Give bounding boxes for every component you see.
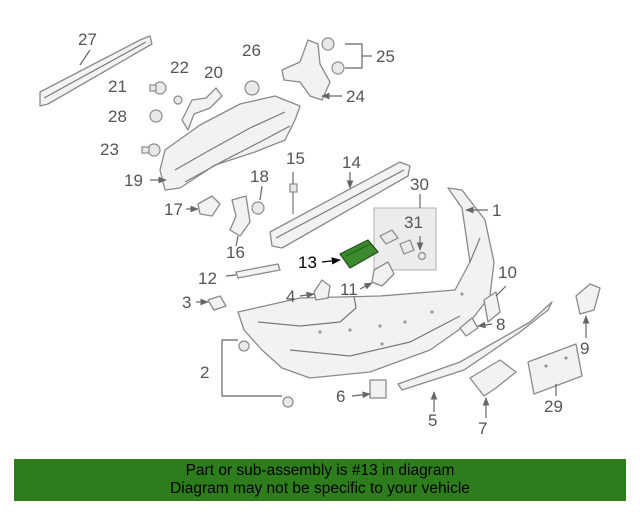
part-10-bracket[interactable]: [483, 291, 501, 323]
part-30-sensor-kit[interactable]: [373, 207, 437, 271]
callout-5: 5: [428, 411, 437, 430]
part-19-absorber[interactable]: [159, 95, 301, 191]
part-14-reinforcement[interactable]: [269, 161, 411, 249]
callout-1: 1: [492, 201, 501, 220]
callout-20: 20: [204, 63, 223, 82]
part-4-bracket[interactable]: [313, 279, 331, 301]
part-21-bolt[interactable]: [149, 81, 167, 95]
part-3-clip[interactable]: [207, 295, 227, 311]
callout-27: 27: [78, 30, 97, 49]
part-1-bumper-cover[interactable]: [237, 187, 495, 379]
callout-16: 16: [226, 243, 245, 262]
part-12-strip[interactable]: [235, 263, 281, 279]
leader-8: [477, 321, 493, 329]
part-24-bracket[interactable]: [281, 39, 331, 101]
callout-12: 12: [198, 269, 217, 288]
part-7-trim[interactable]: [469, 359, 517, 397]
leader-11: [359, 282, 373, 290]
leader-18: [259, 185, 263, 201]
leader-2a: [221, 339, 238, 372]
callout-17: 17: [164, 200, 183, 219]
callout-13: 13: [298, 253, 317, 272]
part-25-nuts[interactable]: [321, 37, 345, 75]
part-27-rail[interactable]: [39, 35, 153, 107]
part-2-bolts[interactable]: [238, 340, 294, 408]
part-28-nut[interactable]: [149, 109, 163, 123]
leader-10: [495, 285, 507, 297]
callout-22: 22: [170, 58, 189, 77]
callout-8: 8: [496, 315, 505, 334]
leader-12: [225, 274, 237, 277]
part-13-bracket-highlight[interactable]: [339, 239, 379, 269]
leader-27: [79, 49, 91, 66]
callout-10: 10: [498, 263, 517, 282]
banner-line-1: Part or sub-assembly is #13 in diagram: [185, 462, 455, 479]
part-22-washer[interactable]: [173, 95, 183, 105]
callout-6: 6: [336, 387, 345, 406]
part-9-reflector[interactable]: [575, 283, 601, 315]
callout-9: 9: [580, 339, 589, 358]
leader-25: [345, 43, 363, 69]
callout-11: 11: [340, 280, 358, 299]
part-26-clip[interactable]: [244, 80, 260, 96]
part-17-plate[interactable]: [197, 195, 221, 217]
part-16-bracket[interactable]: [229, 195, 251, 237]
callout-7: 7: [478, 419, 487, 438]
callout-25: 25: [376, 47, 395, 66]
callout-24: 24: [346, 87, 365, 106]
banner-line-2: Diagram may not be specific to your vehi…: [170, 480, 470, 497]
callout-4: 4: [286, 287, 295, 306]
callout-21: 21: [108, 77, 127, 96]
callout-19: 19: [124, 171, 143, 190]
callout-23: 23: [100, 140, 119, 159]
callout-15: 15: [286, 149, 305, 168]
callout-28: 28: [108, 107, 127, 126]
part-11-reflector[interactable]: [371, 261, 395, 287]
leader-2b: [221, 372, 282, 397]
part-6-bracket[interactable]: [369, 379, 387, 399]
part-20-bracket[interactable]: [181, 87, 223, 131]
info-banner: Part or sub-assembly is #13 in diagram D…: [14, 459, 626, 501]
callout-31: 31: [404, 213, 423, 232]
callout-3: 3: [182, 293, 191, 312]
part-5-trim[interactable]: [397, 301, 553, 391]
part-18-clip[interactable]: [251, 201, 265, 215]
parts-diagram: 27 21 22 20 26 25 24 28 23 19 15 14 18 1…: [39, 30, 601, 438]
part-15-bolt[interactable]: [289, 183, 298, 214]
callout-29: 29: [544, 397, 563, 416]
part-29-plate-bracket[interactable]: [527, 343, 583, 395]
leader-6: [351, 391, 371, 399]
leader-4: [299, 291, 315, 299]
leader-16: [235, 235, 239, 247]
callout-30: 30: [410, 175, 429, 194]
callout-14: 14: [342, 153, 361, 172]
callout-26: 26: [242, 41, 261, 60]
part-23-bolt[interactable]: [141, 143, 161, 157]
callout-2: 2: [200, 363, 209, 382]
leader-13: [321, 257, 341, 265]
callout-18: 18: [250, 167, 269, 186]
